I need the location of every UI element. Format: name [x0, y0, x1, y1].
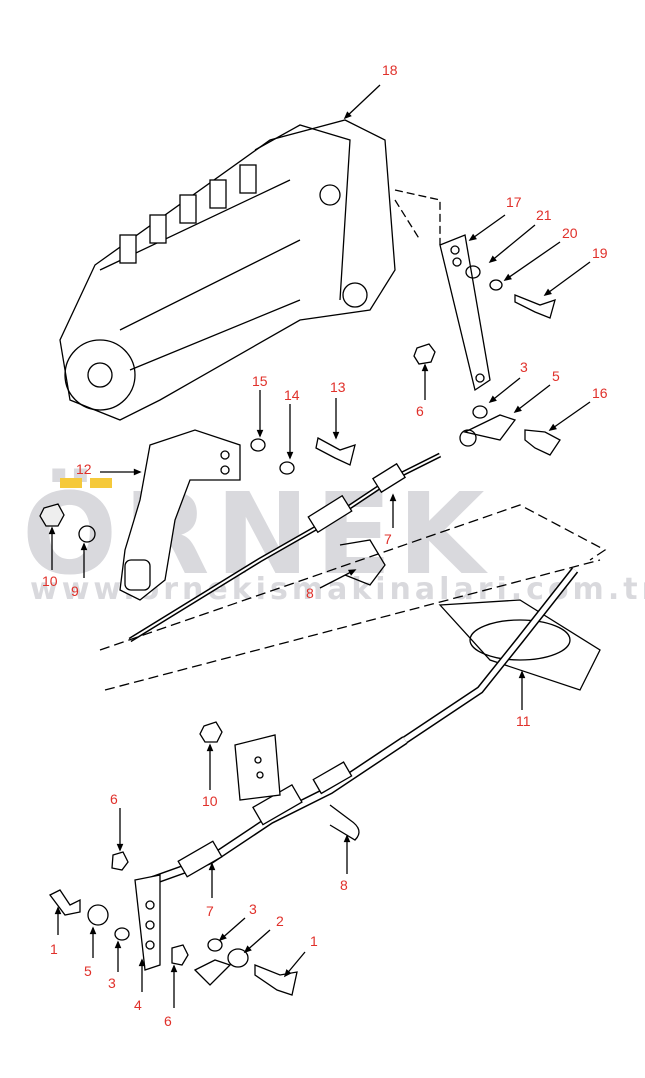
arrowhead: [283, 969, 292, 978]
arrowhead: [80, 542, 88, 551]
arrowhead: [421, 363, 429, 372]
callout-8: 8: [306, 585, 314, 601]
callout-8: 8: [340, 877, 348, 893]
callout-1: 1: [50, 941, 58, 957]
arrowhead: [170, 964, 178, 973]
arrowhead: [208, 862, 216, 871]
callout-5: 5: [552, 368, 560, 384]
injector-outlet: [149, 214, 167, 244]
callout-13: 13: [330, 379, 346, 395]
injector-outlet: [119, 234, 137, 264]
arrowhead: [89, 926, 97, 935]
callout-18: 18: [382, 62, 398, 78]
arrowhead: [543, 288, 552, 296]
leader-arrow: [549, 401, 591, 431]
arrowhead: [48, 526, 56, 535]
callout-6: 6: [416, 403, 424, 419]
arrowhead: [343, 834, 351, 843]
leader-arrow: [319, 569, 356, 589]
arrowhead: [206, 743, 214, 752]
arrowhead: [256, 429, 264, 438]
arrowhead: [548, 423, 557, 431]
callout-10: 10: [42, 573, 58, 589]
callout-12: 12: [76, 461, 92, 477]
arrowhead: [243, 945, 252, 954]
injection-pump: [59, 119, 396, 421]
arrowhead: [488, 395, 497, 404]
callout-11: 11: [516, 713, 531, 729]
arrowhead: [503, 273, 512, 281]
arrowhead: [513, 405, 522, 414]
arrowhead: [468, 233, 477, 241]
leader-arrow: [489, 377, 521, 403]
arrowhead: [116, 843, 124, 852]
callout-4: 4: [134, 997, 142, 1013]
arrowhead: [389, 493, 397, 502]
arrowhead: [133, 468, 142, 476]
injector-outlet: [179, 194, 197, 224]
callout-6: 6: [164, 1013, 172, 1029]
callout-15: 15: [252, 373, 268, 389]
callout-17: 17: [506, 194, 522, 210]
callout-7: 7: [206, 903, 214, 919]
arrowhead: [54, 906, 62, 915]
arrowhead: [343, 111, 352, 120]
watermark-umlaut: [60, 478, 82, 488]
callout-16: 16: [592, 385, 608, 401]
callout-19: 19: [592, 245, 608, 261]
callout-5: 5: [84, 963, 92, 979]
callout-9: 9: [71, 583, 79, 599]
callout-3: 3: [520, 359, 528, 375]
callout-2: 2: [276, 913, 284, 929]
leader-arrow: [504, 241, 561, 281]
callout-3: 3: [108, 975, 116, 991]
injector-outlet: [209, 179, 227, 209]
callout-3: 3: [249, 901, 257, 917]
callout-10: 10: [202, 793, 218, 809]
arrowhead: [518, 670, 526, 679]
arrowhead: [488, 255, 497, 264]
arrowhead: [347, 569, 357, 576]
leader-arrow: [514, 384, 551, 413]
leader-arrow: [469, 214, 506, 241]
arrowhead: [332, 431, 340, 440]
callout-7: 7: [384, 531, 392, 547]
callout-6: 6: [110, 791, 118, 807]
callout-1: 1: [310, 933, 318, 949]
injector-outlet: [239, 164, 257, 194]
leader-arrow: [544, 261, 591, 296]
arrowhead: [286, 451, 294, 460]
leader-arrow: [344, 84, 381, 119]
arrowhead: [114, 940, 122, 949]
leader-arrow: [489, 224, 536, 263]
arrowhead: [138, 958, 146, 967]
watermark-umlaut: [90, 478, 112, 488]
watermark-logo: ÖRNEK: [22, 470, 491, 600]
callout-20: 20: [562, 225, 578, 241]
callout-14: 14: [284, 387, 300, 403]
callout-21: 21: [536, 207, 552, 223]
arrowhead: [218, 933, 227, 942]
